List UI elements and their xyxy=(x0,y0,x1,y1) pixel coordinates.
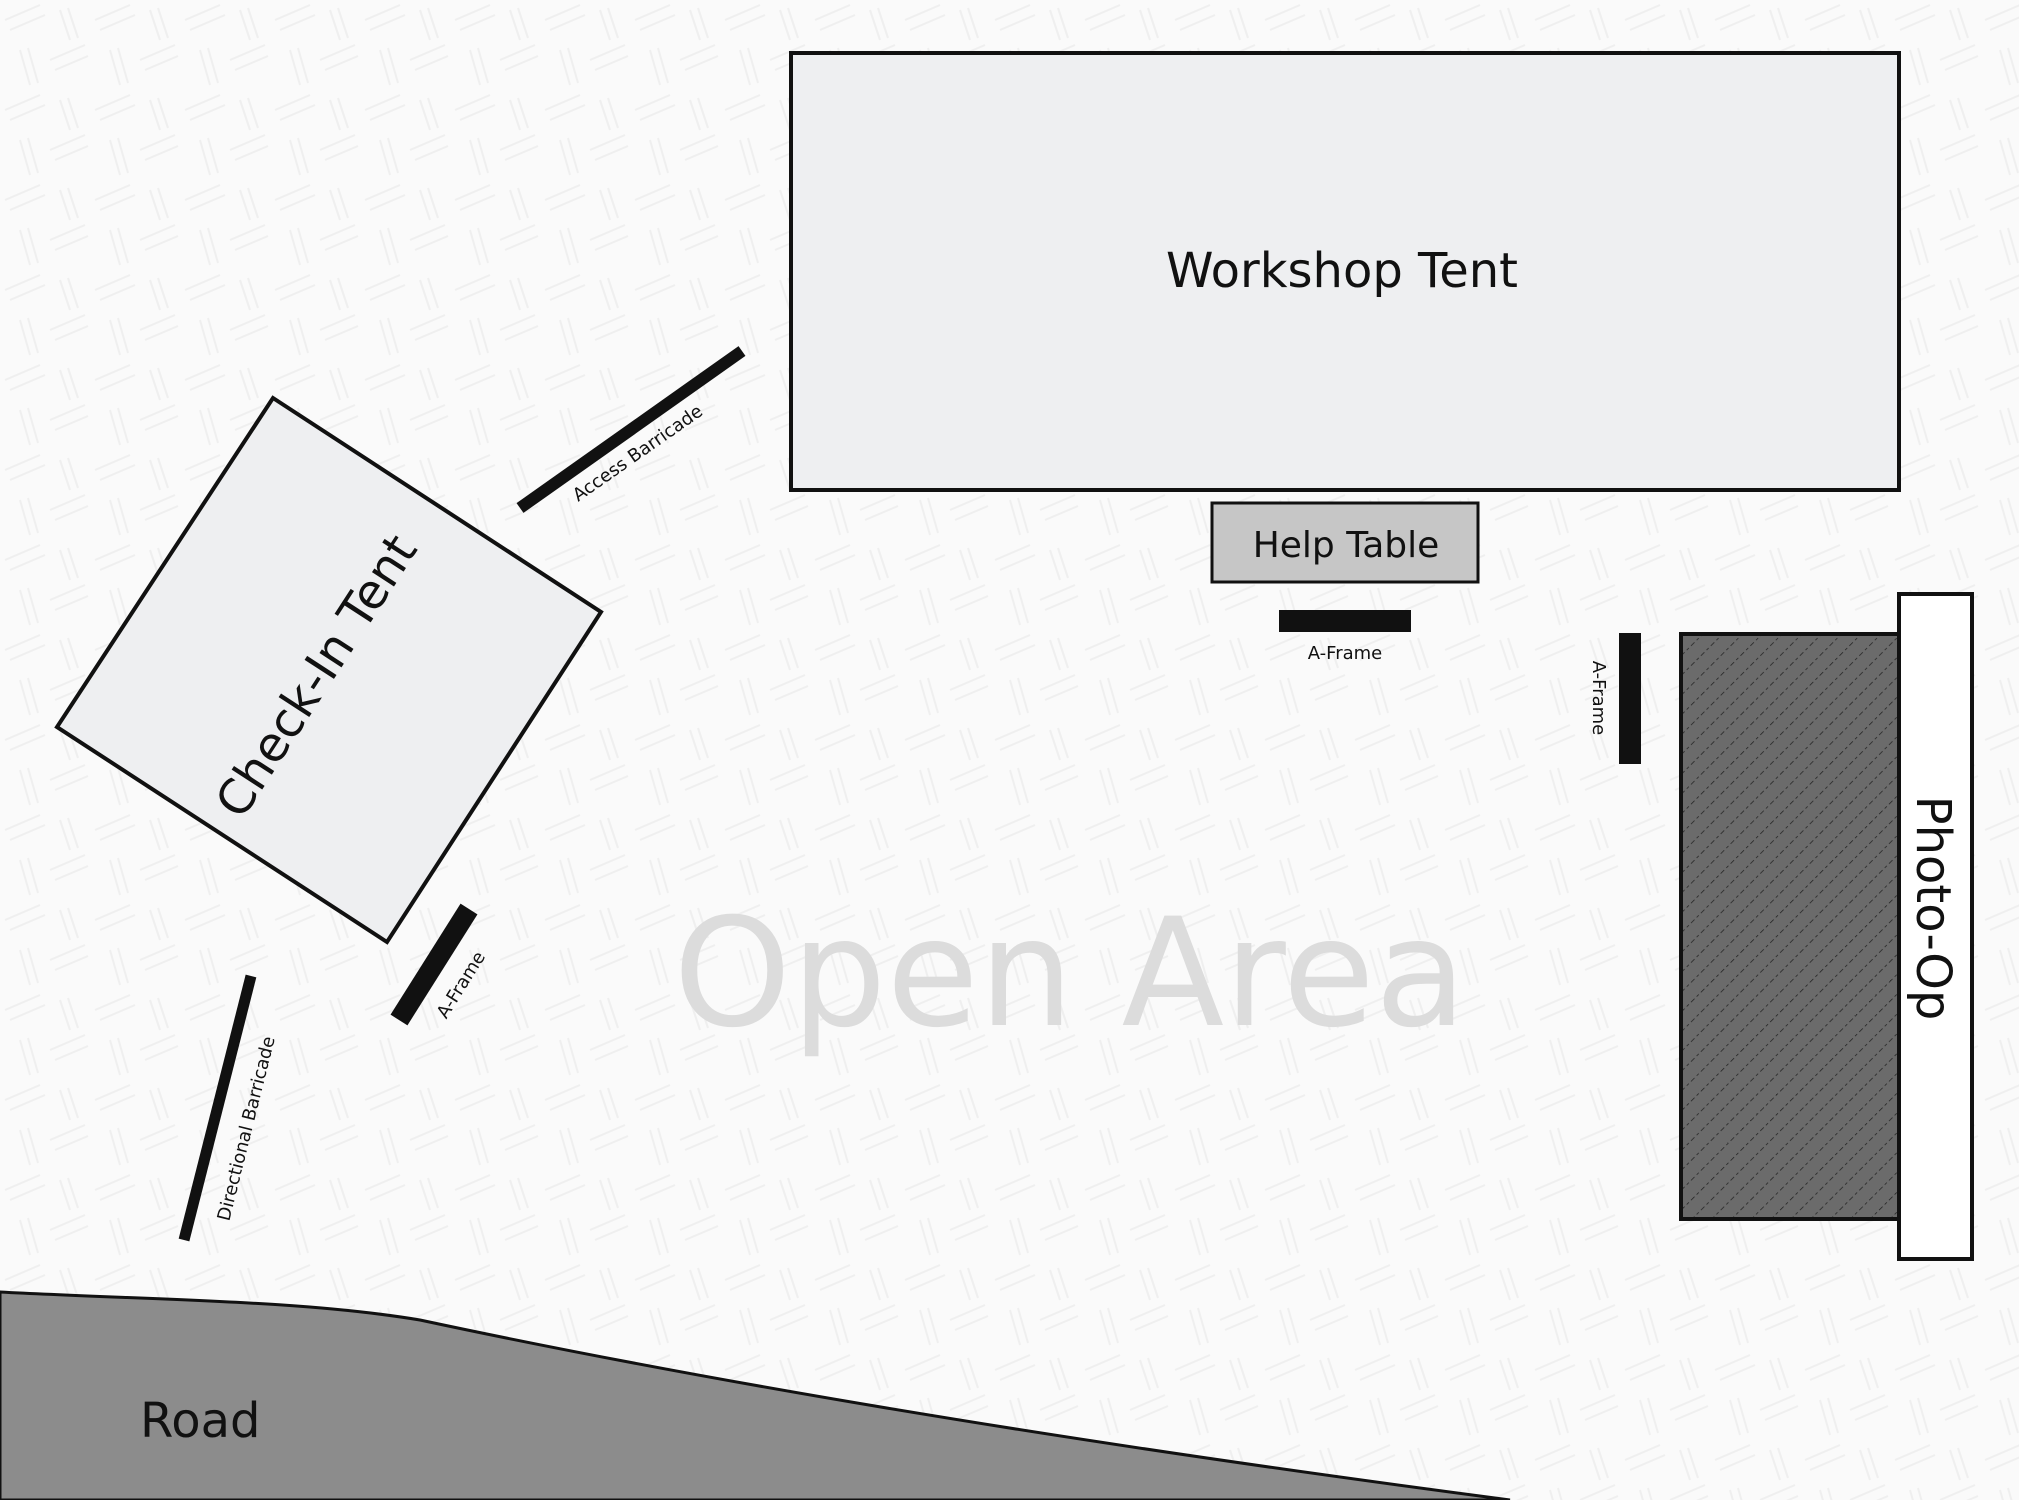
road-label: Road xyxy=(140,1393,260,1449)
open-area-label: Open Area xyxy=(673,887,1467,1061)
workshop-tent-label: Workshop Tent xyxy=(1166,243,1518,299)
a-frame-label: A-Frame xyxy=(1308,643,1383,664)
workshop-tent xyxy=(789,51,1901,492)
photo-op-backdrop xyxy=(1679,632,1901,1221)
photo-op-label: Photo-Op xyxy=(1905,796,1961,1021)
directional-barricade xyxy=(178,974,257,1242)
help-table xyxy=(1210,501,1480,584)
check-in-tent xyxy=(54,395,604,945)
a-frame-marker xyxy=(1279,610,1411,632)
help-table-label: Help Table xyxy=(1253,525,1440,566)
photo-op-wall xyxy=(1897,592,1974,1261)
a-frame-label: A-Frame xyxy=(1588,661,1609,736)
access-barricade xyxy=(516,346,746,513)
a-frame-marker xyxy=(390,903,478,1026)
a-frame-marker xyxy=(1619,633,1641,764)
road xyxy=(0,1290,1511,1500)
